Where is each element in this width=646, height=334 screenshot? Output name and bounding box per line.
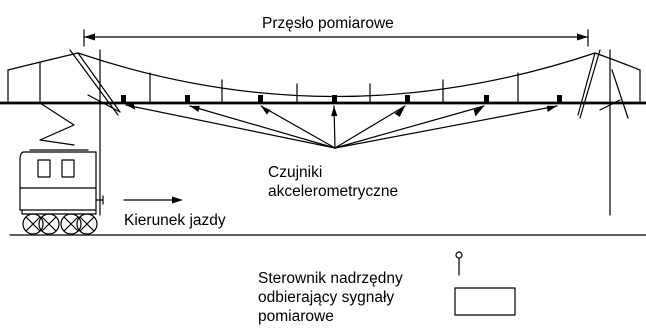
direction-arrow xyxy=(123,196,183,204)
sensor xyxy=(258,95,263,103)
direction-label: Kierunek jazdy xyxy=(124,212,226,229)
sensor xyxy=(332,95,337,103)
acceleration-sensors xyxy=(121,95,562,103)
right-support xyxy=(577,49,629,216)
sensors-label: Czujniki akcelerometryczne xyxy=(268,163,398,201)
sensors-label-line: Czujniki xyxy=(268,164,323,181)
sensors-label-line: akcelerometryczne xyxy=(268,183,399,200)
measurement-span-dimension xyxy=(83,29,589,47)
controller-label-line: Sterownik nadrzędny xyxy=(258,270,403,287)
controller-label: Sterownik nadrzędny odbierający sygnały … xyxy=(258,269,403,326)
sensor xyxy=(405,95,410,103)
sensor xyxy=(185,95,190,103)
sensor xyxy=(557,95,562,103)
sensor xyxy=(121,95,126,103)
controller-label-line: odbierający sygnały xyxy=(258,289,395,306)
left-support xyxy=(69,49,121,216)
controller-device xyxy=(454,251,516,316)
sensor xyxy=(484,95,489,103)
sensor-pointer-arrows xyxy=(125,103,558,149)
locomotive xyxy=(19,102,104,235)
measurement-span-label: Przęsło pomiarowe xyxy=(262,15,394,32)
droppers xyxy=(7,62,641,104)
controller-label-line: pomiarowe xyxy=(258,308,334,325)
catenary-wire xyxy=(7,52,641,98)
